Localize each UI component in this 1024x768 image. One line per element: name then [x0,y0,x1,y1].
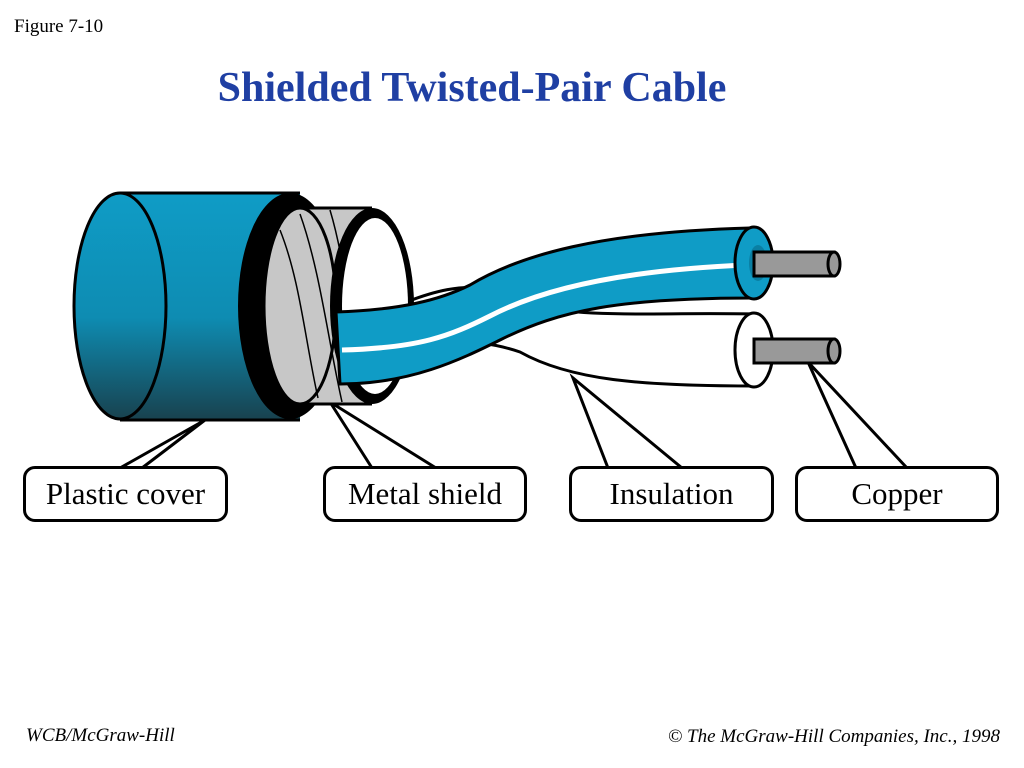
publisher-footer: WCB/McGraw-Hill [26,725,175,746]
callout-copper: Copper [795,466,999,522]
copyright-text: The McGraw-Hill Companies, Inc., 1998 [687,726,1000,747]
lower-copper-end [826,337,842,365]
plastic-cover-back [72,191,168,421]
leader-plastic-cover [119,418,206,470]
leader-insulation [569,373,683,470]
figure-label: Figure 7-10 [14,16,104,37]
diagram-title: Shielded Twisted-Pair Cable [217,65,727,111]
lower-copper-conductor [752,337,836,365]
copyright-footer: © The McGraw-Hill Companies, Inc., 1998 [668,726,1000,748]
leader-copper [806,360,909,470]
copyright-symbol: © [667,726,683,747]
callout-insulation: Insulation [569,466,774,522]
upper-wire-stripe [341,262,749,353]
upper-copper-conductor [752,250,836,278]
upper-copper-end [826,250,842,278]
callout-plastic-cover: Plastic cover [23,466,228,522]
callout-metal-shield: Metal shield [323,466,527,522]
leader-metal-shield [328,400,437,470]
